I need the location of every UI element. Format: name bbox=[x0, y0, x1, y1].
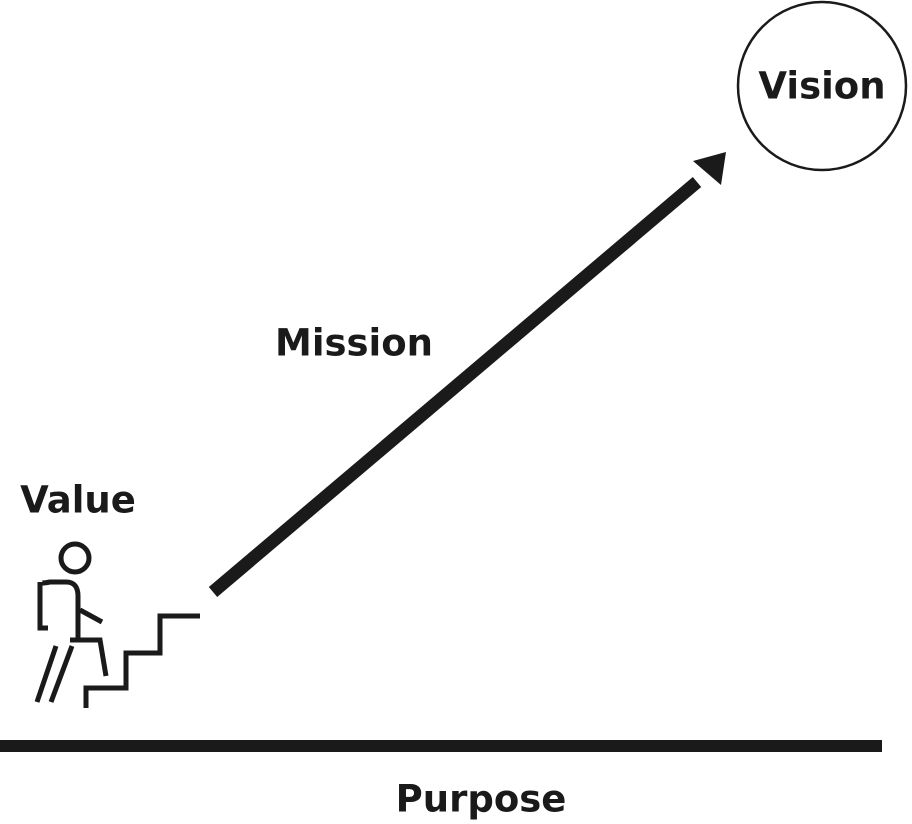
vision-circle bbox=[736, 0, 908, 172]
person-back-leg-1 bbox=[34, 645, 59, 703]
value-label: Value bbox=[20, 479, 136, 522]
person-body bbox=[37, 579, 81, 640]
mission-arrow-head bbox=[693, 152, 726, 185]
vision-node: Vision bbox=[736, 0, 908, 172]
person-front-arm bbox=[78, 607, 104, 625]
mission-arrow-shaft bbox=[208, 177, 702, 597]
mission-arrow bbox=[208, 152, 726, 597]
mission-label: Mission bbox=[275, 322, 433, 365]
vision-label: Vision bbox=[758, 65, 885, 108]
purpose-label: Purpose bbox=[396, 778, 567, 821]
person-front-leg bbox=[70, 637, 109, 677]
person-head bbox=[58, 541, 92, 575]
staircase-icon bbox=[83, 613, 200, 708]
person-climbing-stairs-icon bbox=[34, 541, 109, 703]
person-back-leg-2 bbox=[48, 645, 75, 703]
purpose-ground-line bbox=[0, 740, 882, 752]
